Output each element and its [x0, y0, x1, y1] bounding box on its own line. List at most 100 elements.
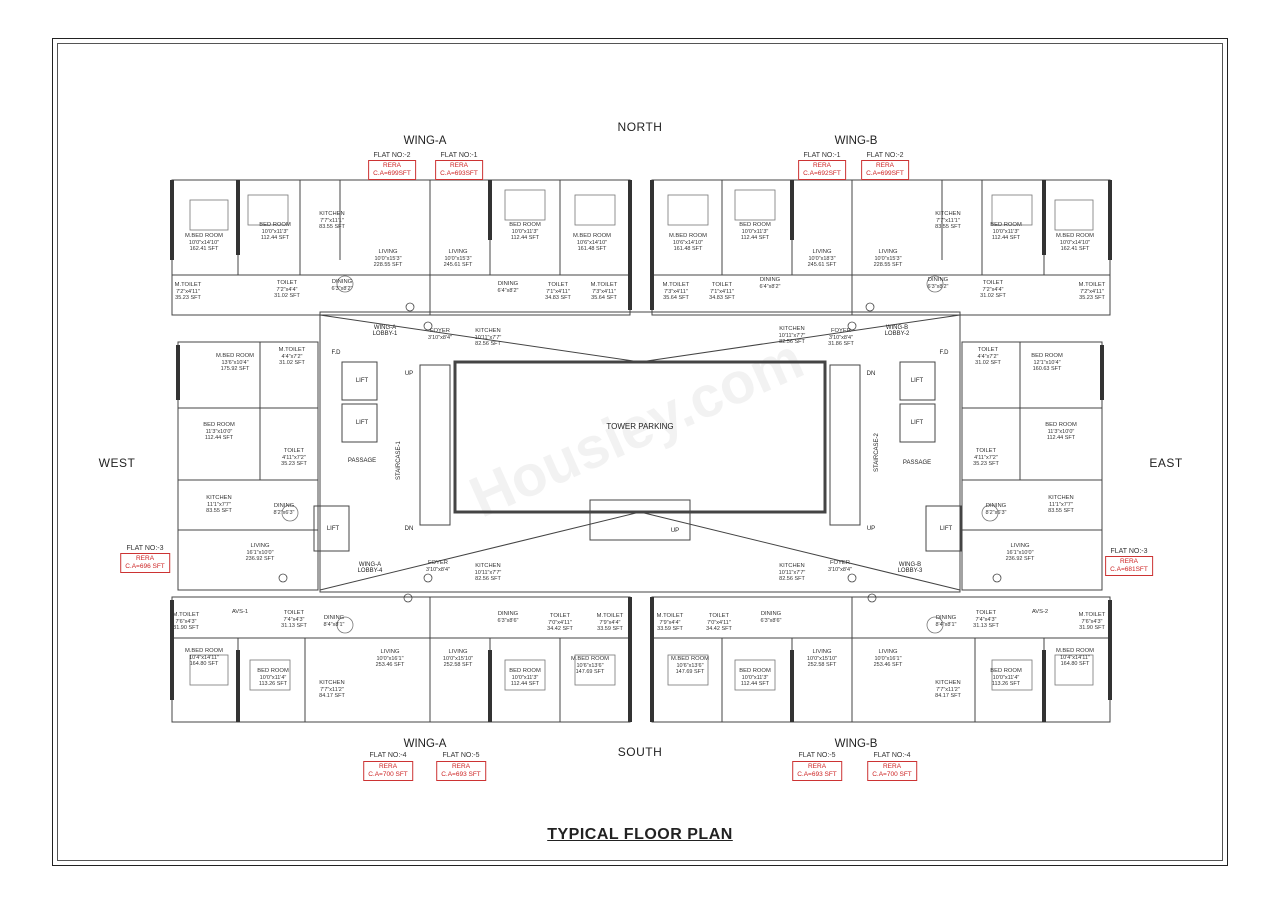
room-dim: 7'2"x4'4": [276, 286, 298, 293]
room-name: M.TOILET: [172, 612, 200, 618]
room-dim: 4'11"x7'2": [974, 454, 998, 461]
room-dim: 8'4"x8'1": [323, 621, 345, 628]
room-dim: 10'0"x11'3": [741, 228, 769, 235]
room-dim: 10'0"x15'10": [806, 655, 838, 662]
room-area: 84.17 SFT: [935, 693, 961, 699]
room-name: DINING: [759, 277, 781, 283]
flat-b2-number: FLAT NO:-2: [866, 152, 904, 159]
room-name: KITCHEN: [935, 680, 961, 686]
room-dim: 10'0"x11'4": [259, 674, 287, 681]
room-dim: 7'6"x4'3": [175, 618, 197, 625]
room-name: BED ROOM: [1031, 353, 1063, 359]
room-dim: 7'2"x4'4": [982, 286, 1004, 293]
room-area: 34.83 SFT: [709, 295, 735, 301]
room-name: BED ROOM: [509, 668, 541, 674]
room-area: 236.92 SFT: [245, 556, 275, 562]
room-name: FOYER: [831, 328, 851, 334]
room-dim: 8'4"x8'1": [935, 621, 957, 628]
room-dim: 8'2"x6'3": [273, 509, 295, 516]
room-dim: 10'0"x11'3": [511, 228, 539, 235]
room-name: M.BED ROOM: [184, 648, 224, 654]
room-dim: 6'3"x8'2": [927, 283, 949, 290]
room-area: 35.64 SFT: [663, 295, 689, 301]
room-area: 83.55 SFT: [1048, 508, 1074, 514]
room-area: 112.44 SFT: [510, 235, 540, 241]
wing-a-top-label: WING-A: [403, 135, 447, 147]
room-dim: 4'4"x7'2": [977, 353, 999, 360]
room-dim: 10'0"x15'3": [444, 255, 472, 262]
room-name: M.TOILET: [590, 282, 618, 288]
room-avs-1: AVS-1: [232, 609, 248, 616]
room-dim: 10'6"x14'10": [576, 239, 608, 246]
room-name: TOILET: [549, 613, 571, 619]
room-area: 236.92 SFT: [1005, 556, 1035, 562]
room-area: 252.58 SFT: [443, 662, 473, 668]
tower-parking-label: TOWER PARKING: [606, 422, 674, 431]
room-area: 245.61 SFT: [443, 262, 473, 268]
room-name: LIVING: [812, 649, 832, 655]
room-name: BED ROOM: [739, 222, 771, 228]
room-name: M.BED ROOM: [572, 233, 612, 239]
room-name: KITCHEN: [779, 563, 805, 569]
room-dim: 6'4"x8'2": [497, 287, 519, 294]
room-dim: 7'3"x4'11": [664, 288, 688, 295]
staircase-2-label: STAIRCASE-2: [874, 433, 880, 472]
room-area: 31.13 SFT: [281, 623, 307, 629]
flat-b4-number: FLAT NO:-4: [873, 752, 911, 759]
room-name: M.BED ROOM: [668, 233, 708, 239]
lift-3-label: LIFT: [326, 526, 340, 532]
room-dim: 8'2"x6'3": [985, 509, 1007, 516]
flat-a3-number: FLAT NO:-3: [126, 545, 164, 552]
room-dim: 10'0"x18'3": [808, 255, 836, 262]
room-name: M.TOILET: [662, 282, 690, 288]
flat-a3-outline: [177, 341, 319, 591]
room-area: 83.55 SFT: [935, 224, 961, 230]
flat-b5-number: FLAT NO:-5: [798, 752, 836, 759]
room-name: KITCHEN: [935, 211, 961, 217]
room-name: DINING: [331, 279, 353, 285]
room-area: 253.46 SFT: [375, 662, 405, 668]
room-dim: 10'0"x11'3": [511, 674, 539, 681]
wing-b-bottom-label: WING-B: [834, 738, 878, 750]
room-dim: 10'11"x7'7": [474, 569, 502, 576]
room-name: TOILET: [276, 280, 298, 286]
room-dim: 10'4"x14'11": [1060, 654, 1090, 661]
lobby-b2-label: WING-B LOBBY-2: [884, 325, 910, 337]
room-name: M.BED ROOM: [670, 656, 710, 662]
room-dim: 10'0"x15'3": [874, 255, 902, 262]
room-dim: 3'10"x8'4": [827, 566, 853, 573]
stair-up-left: UP: [404, 371, 414, 377]
room-area: 228.55 SFT: [373, 262, 403, 268]
room-dim: 10'4"x14'11": [189, 654, 219, 661]
room-name: KITCHEN: [206, 495, 232, 501]
room-area: 34.42 SFT: [547, 626, 573, 632]
room-area: 83.55 SFT: [206, 508, 232, 514]
room-area: 31.02 SFT: [980, 293, 1006, 299]
fire-duct-left: F.D: [331, 350, 341, 356]
room-area: 164.80 SFT: [189, 661, 219, 667]
room-area: 34.83 SFT: [545, 295, 571, 301]
